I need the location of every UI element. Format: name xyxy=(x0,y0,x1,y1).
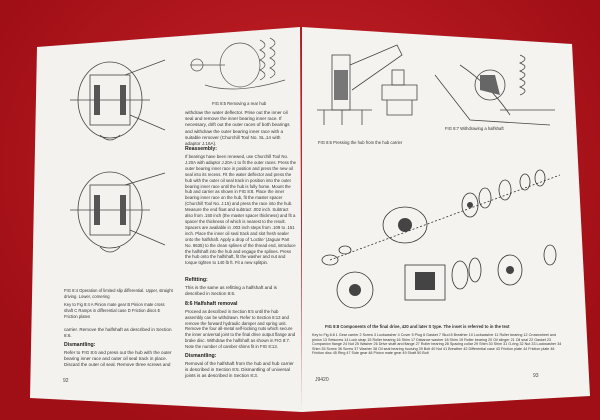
halfshaft-text: Proceed as described in Section 8:5 unti… xyxy=(185,309,296,349)
fig-8-4-illustration xyxy=(70,59,166,253)
refitting-heading: Refitting: xyxy=(185,277,208,283)
fig-8-4-key: Key to Fig 8:4 A Pinion mate gear B Pini… xyxy=(64,302,165,320)
fig-8-8-caption: FIG 8:8 Components of the final drive, 4… xyxy=(325,324,510,329)
fig-8-4-caption: FIG 8:4 Operation of limited slip differ… xyxy=(64,288,173,300)
dismantling-heading: Dismantling: xyxy=(64,342,96,348)
fig-8-5-caption: FIG 8:5 Removing a rear hub xyxy=(212,101,267,106)
fig-8-8-key: Key to Fig 8:8 1 Gear carrier 2 Screw 3 … xyxy=(312,333,562,355)
reassembly-heading: Reassembly: xyxy=(185,146,218,152)
fig-8-6-illustration xyxy=(317,44,418,125)
reassembly-text: If bearings have been renewed, use Churc… xyxy=(185,154,297,266)
footer-code: J9420 xyxy=(315,377,329,383)
page-number-left: 92 xyxy=(63,378,69,384)
carrier-text: carrier. Remove the halfshaft as describ… xyxy=(64,327,172,339)
refitting-text: This is the same as refitting a halfshaf… xyxy=(185,285,277,297)
halfshaft-heading: 8:6 Halfshaft removal xyxy=(185,301,238,307)
fig-8-7-illustration xyxy=(434,54,555,126)
dismantling2-text: Removal of the halfshaft from the hub an… xyxy=(185,361,294,379)
page-number-right: 93 xyxy=(533,373,539,379)
fig-8-7-caption: FIG 8:7 Withdrawing a halfshaft xyxy=(445,126,504,131)
dismantling-text: Refer to FIG 8:6 and press out the hub w… xyxy=(64,350,172,368)
fig-8-6-caption: FIG 8:6 Pressing the hub from the hub ca… xyxy=(318,140,403,145)
fig-8-8-exploded-diagram xyxy=(321,169,561,309)
dismantling2-heading: Dismantling: xyxy=(185,353,217,359)
fig-8-5-illustration xyxy=(190,37,286,90)
col2-intro-text: withdraw the water deflector. Prise out … xyxy=(185,110,290,147)
